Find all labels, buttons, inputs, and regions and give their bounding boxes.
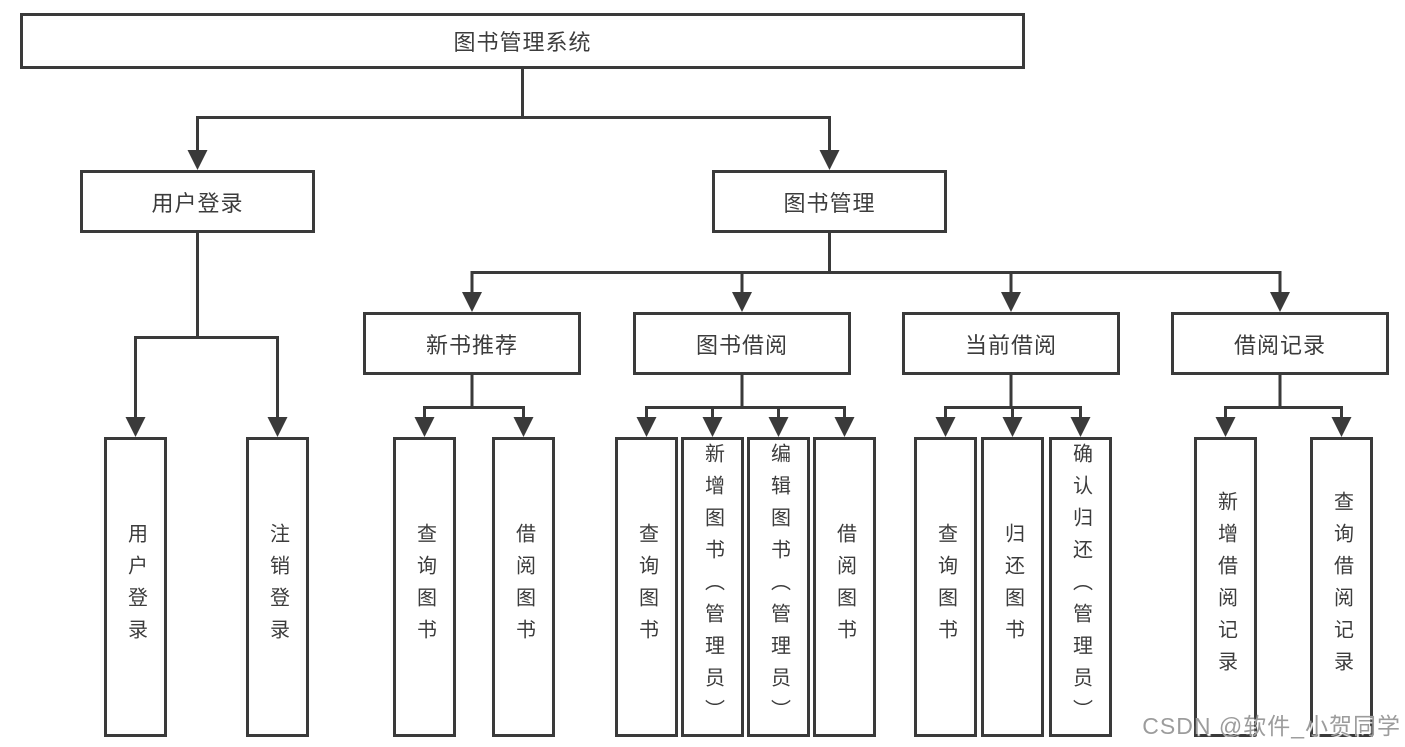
leaf-add-borrow-record: 新增借阅记录 bbox=[1194, 437, 1257, 737]
edge-currentborrow-to-leaves bbox=[944, 375, 1082, 419]
leaf-logout: 注销登录 bbox=[246, 437, 309, 737]
leaf-add-book-admin: 新增图书（管理员） bbox=[681, 437, 744, 737]
edge-records-to-leaves bbox=[1224, 375, 1343, 419]
edge-bookborrow-to-leaves bbox=[645, 375, 846, 419]
leaf-user-login: 用户登录 bbox=[104, 437, 167, 737]
node-current-borrow: 当前借阅 bbox=[902, 312, 1120, 375]
node-book-management: 图书管理 bbox=[712, 170, 947, 233]
node-root: 图书管理系统 bbox=[20, 13, 1025, 69]
node-new-book-recommend: 新书推荐 bbox=[363, 312, 581, 375]
leaf-query-books-borrow: 查询图书 bbox=[615, 437, 678, 737]
node-borrow-records: 借阅记录 bbox=[1171, 312, 1389, 375]
leaf-return-book: 归还图书 bbox=[981, 437, 1044, 737]
leaf-edit-book-admin: 编辑图书（管理员） bbox=[747, 437, 810, 737]
node-book-borrow: 图书借阅 bbox=[633, 312, 851, 375]
leaf-confirm-return-admin: 确认归还（管理员） bbox=[1049, 437, 1112, 737]
edge-root-to-level2 bbox=[196, 69, 831, 152]
edge-newbook-to-leaves bbox=[423, 375, 525, 419]
leaf-query-books-recommend: 查询图书 bbox=[393, 437, 456, 737]
leaf-query-borrow-record: 查询借阅记录 bbox=[1310, 437, 1373, 737]
edge-bookmgmt-to-modules bbox=[470, 233, 1282, 294]
watermark-text: CSDN @软件_小贺同学 bbox=[1142, 713, 1401, 739]
edge-userlogin-to-leaves bbox=[134, 233, 279, 419]
leaf-borrow-books: 借阅图书 bbox=[813, 437, 876, 737]
leaf-query-books-current: 查询图书 bbox=[914, 437, 977, 737]
leaf-borrow-books-recommend: 借阅图书 bbox=[492, 437, 555, 737]
node-user-login: 用户登录 bbox=[80, 170, 315, 233]
